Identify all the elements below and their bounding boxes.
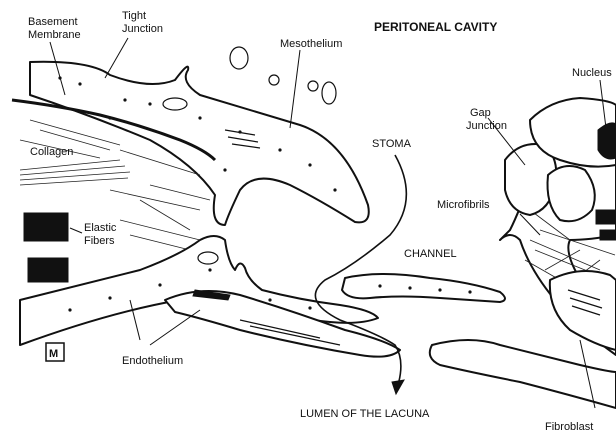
label-gap-junction-1: Gap [470,107,491,119]
elastic-fiber-block [28,258,68,282]
label-nucleus: Nucleus [572,67,612,79]
label-collagen: Collagen [30,146,73,158]
label-stoma: STOMA [372,138,412,150]
vesicle [269,75,279,85]
label-basement-membrane-1: Basement [28,16,78,28]
label-peritoneal-cavity: PERITONEAL CAVITY [374,20,497,34]
vesicle [230,47,248,69]
fibroblast [550,271,616,350]
lumen-lower-right-cell [430,340,616,408]
vesicle [308,81,318,91]
label-endothelium: Endothelium [122,355,183,367]
label-gap-junction-2: Junction [466,120,507,132]
stoma-arrowhead [392,380,404,394]
gap-junction-cell-2 [548,166,595,221]
vesicle [322,82,336,104]
elastic-fiber-block [24,213,68,241]
label-lumen: LUMEN OF THE LACUNA [300,408,430,420]
nucleus [598,123,616,159]
label-basement-membrane-2: Membrane [28,29,81,41]
channel-endothelium [342,274,505,302]
label-fibroblast: Fibroblast [545,421,593,433]
label-elastic-fibers-1: Elastic [84,222,117,234]
label-channel: CHANNEL [404,248,457,260]
label-mesothelium: Mesothelium [280,38,342,50]
label-tight-junction-2: Junction [122,23,163,35]
publisher-logo-letter: M [49,348,58,360]
elastic-fiber-block-right [600,230,616,240]
elastic-fiber-block-right [596,210,616,224]
label-elastic-fibers-2: Fibers [84,235,115,247]
label-tight-junction-1: Tight [122,10,146,22]
label-microfibrils: Microfibrils [437,199,490,211]
